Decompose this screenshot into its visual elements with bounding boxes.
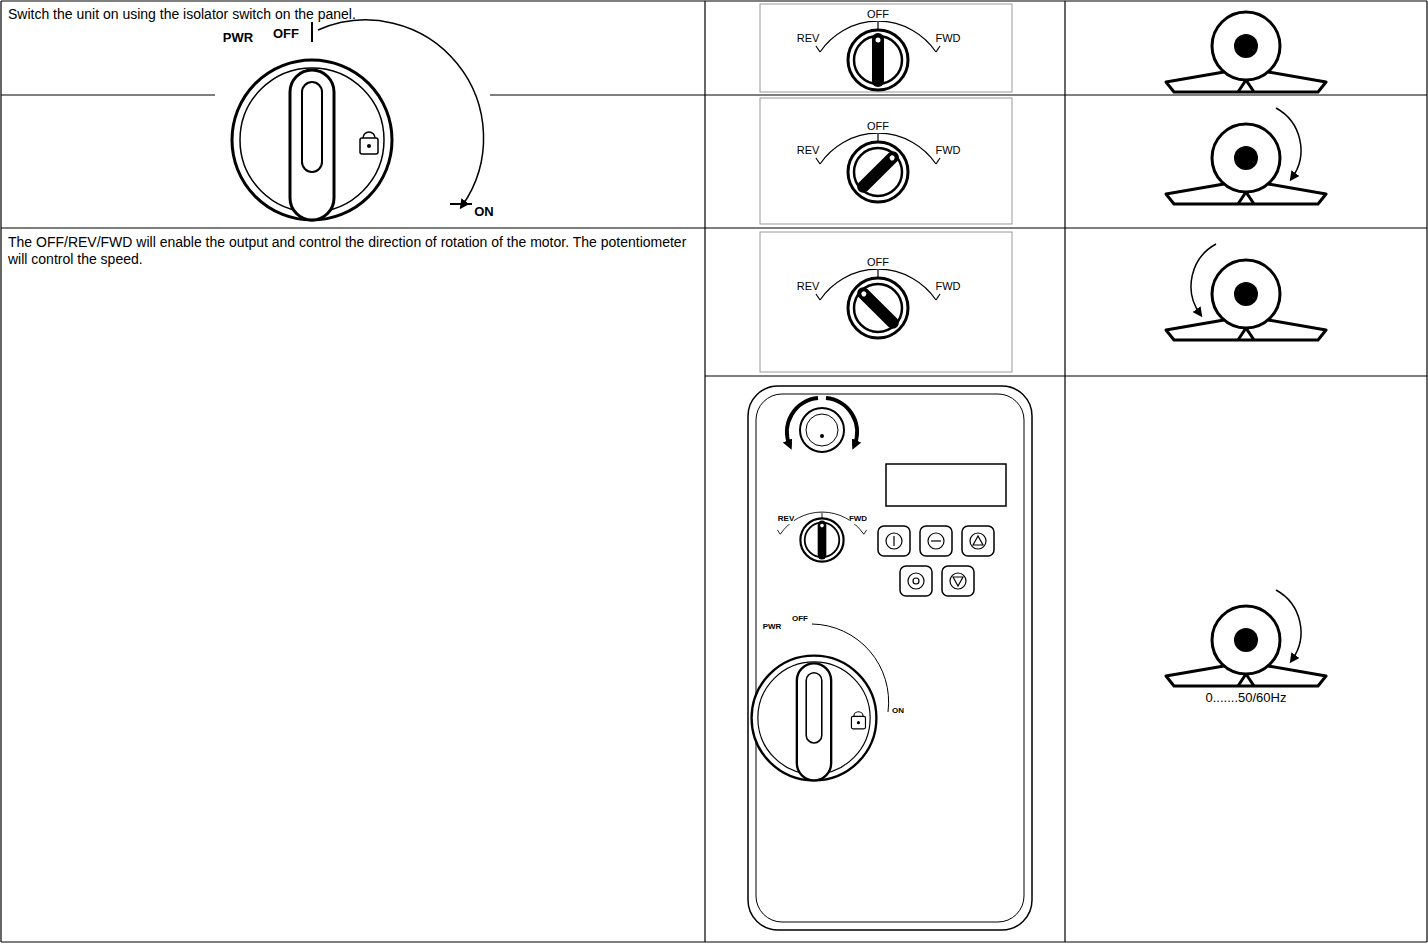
switch-label: FWD: [935, 32, 960, 45]
switch-label: FWD: [935, 280, 960, 293]
isolator-label: ON: [474, 204, 494, 220]
panel-label: REV: [778, 514, 794, 524]
frequency-range: 0.......50/60Hz: [1206, 690, 1287, 706]
isolator-label: PWR: [223, 30, 253, 46]
panel-label: ON: [892, 706, 904, 716]
switch-label: REV: [797, 32, 820, 45]
panel-label: PWR: [763, 622, 782, 632]
switch-label: OFF: [867, 256, 889, 269]
panel-label: OFF: [792, 614, 808, 624]
isolator-label: OFF: [273, 26, 299, 42]
switch-label: REV: [797, 280, 820, 293]
instruction-text: Switch the unit on using the isolator sw…: [8, 6, 698, 23]
instruction-text: The OFF/REV/FWD will enable the output a…: [8, 234, 698, 268]
switch-label: REV: [797, 144, 820, 157]
panel-label: FWD: [849, 514, 867, 524]
switch-label: FWD: [935, 144, 960, 157]
switch-label: OFF: [867, 120, 889, 133]
switch-label: OFF: [867, 8, 889, 21]
